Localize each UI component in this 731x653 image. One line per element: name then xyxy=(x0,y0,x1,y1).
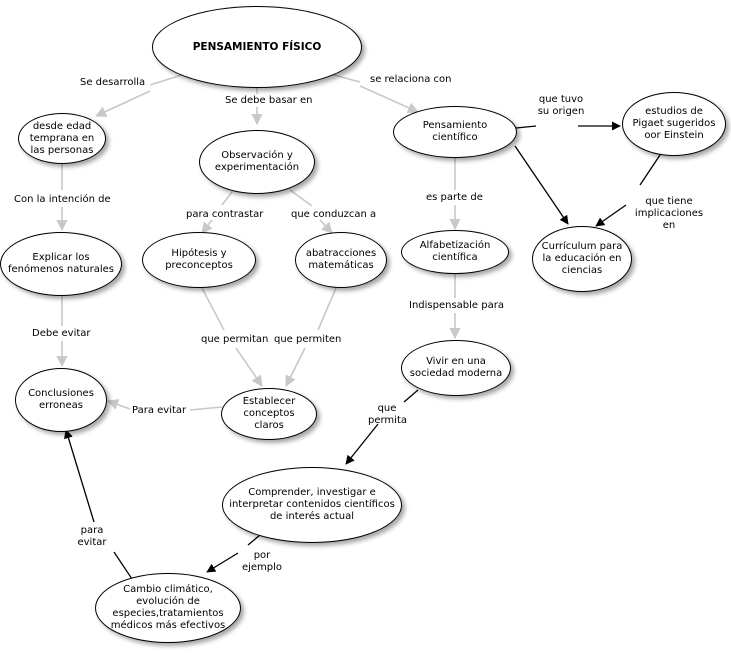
piaget-node[interactable]: estudios de Pigaet sugeridos oor Einstei… xyxy=(622,92,726,156)
edge-desarrolla-to-edad xyxy=(94,90,151,117)
edge-vivir-to-quepermita xyxy=(403,389,419,403)
link-se-desarrolla: Se desarrolla xyxy=(80,77,146,88)
observacion-node[interactable]: Observación y experimentación xyxy=(199,130,315,194)
link-se-relaciona: se relaciona con xyxy=(370,74,452,85)
link-para-evitar-2: para evitar xyxy=(77,525,107,548)
edge-observacion-to-conduzcan xyxy=(289,189,313,207)
link-con-intencion: Con la intención de xyxy=(14,194,111,205)
edge-piaget-to-quetiene xyxy=(639,151,663,186)
edge-quetiene-to-curriculum xyxy=(595,204,627,227)
edge-paraevitar2-to-conclusiones xyxy=(64,429,95,523)
edge-abstracciones-to-permiten xyxy=(317,287,337,331)
link-que-conduzcan: que conduzcan a xyxy=(291,209,377,220)
abstracciones-node[interactable]: abatracciones matemáticas xyxy=(295,232,387,288)
link-se-debe-basar: Se debe basar en xyxy=(225,95,313,106)
conclusiones-node[interactable]: Conclusiones erroneas xyxy=(15,368,107,432)
curriculum-node[interactable]: Currículum para la educación en ciencias xyxy=(532,226,632,292)
vivir-node[interactable]: Vivir en una sociedad moderna xyxy=(401,340,511,396)
link-que-permiten: que permiten xyxy=(274,334,342,345)
edge-observacion-to-contrastar xyxy=(221,191,233,206)
link-por-ejemplo: por ejemplo xyxy=(241,550,283,573)
edge-cientifico-to-curriculum xyxy=(514,145,569,225)
edge-permitan-to-establecer xyxy=(235,347,263,387)
link-que-tiene: que tiene implicaciones en xyxy=(634,196,704,231)
alfabetizacion-node[interactable]: Alfabetización científica xyxy=(401,230,509,274)
link-para-evitar: Para evitar xyxy=(132,405,187,416)
edge-cientifico-to-quetuvo xyxy=(515,125,537,129)
link-para-contrastar: para contrastar xyxy=(186,209,264,220)
comprender-node[interactable]: Comprender, investigar e interpretar con… xyxy=(222,467,402,543)
edge-establecer-to-paraevitar xyxy=(189,406,223,411)
edge-porejemplo-to-cambio xyxy=(206,552,239,573)
edge-comprender-to-porejemplo xyxy=(247,534,261,546)
hipotesis-node[interactable]: Hipótesis y preconceptos xyxy=(142,232,256,288)
edge-permiten-to-establecer xyxy=(285,347,306,388)
link-que-tuvo: que tuvo su origen xyxy=(537,94,585,117)
link-indispensable: Indispensable para xyxy=(409,300,504,311)
establecer-node[interactable]: Establecer conceptos claros xyxy=(221,388,317,440)
cientifico-node[interactable]: Pensamiento científico xyxy=(393,106,517,158)
explicar-node[interactable]: Explicar los fenómenos naturales xyxy=(0,232,122,296)
cambio-node[interactable]: Cambio climático, evolución de especies,… xyxy=(95,573,241,643)
link-debe-evitar: Debe evitar xyxy=(32,328,91,339)
edge-paraevitar-to-conclusiones xyxy=(106,399,131,410)
edge-conduzcan-to-abstracciones xyxy=(319,219,333,234)
edge-contrastar-to-hipotesis xyxy=(201,219,213,234)
edad-node[interactable]: desde edad temprana en las personas xyxy=(18,113,106,164)
link-que-permitan: que permitan xyxy=(201,334,269,345)
link-es-parte: es parte de xyxy=(426,192,483,203)
link-que-permita: que permita xyxy=(368,403,408,426)
edge-relaciona-to-cientifico xyxy=(359,85,420,113)
edge-quepermita-to-comprender xyxy=(345,423,379,465)
edge-hipotesis-to-permitan xyxy=(201,287,225,331)
main-concept-node[interactable]: PENSAMIENTO FÍSICO xyxy=(152,6,362,88)
